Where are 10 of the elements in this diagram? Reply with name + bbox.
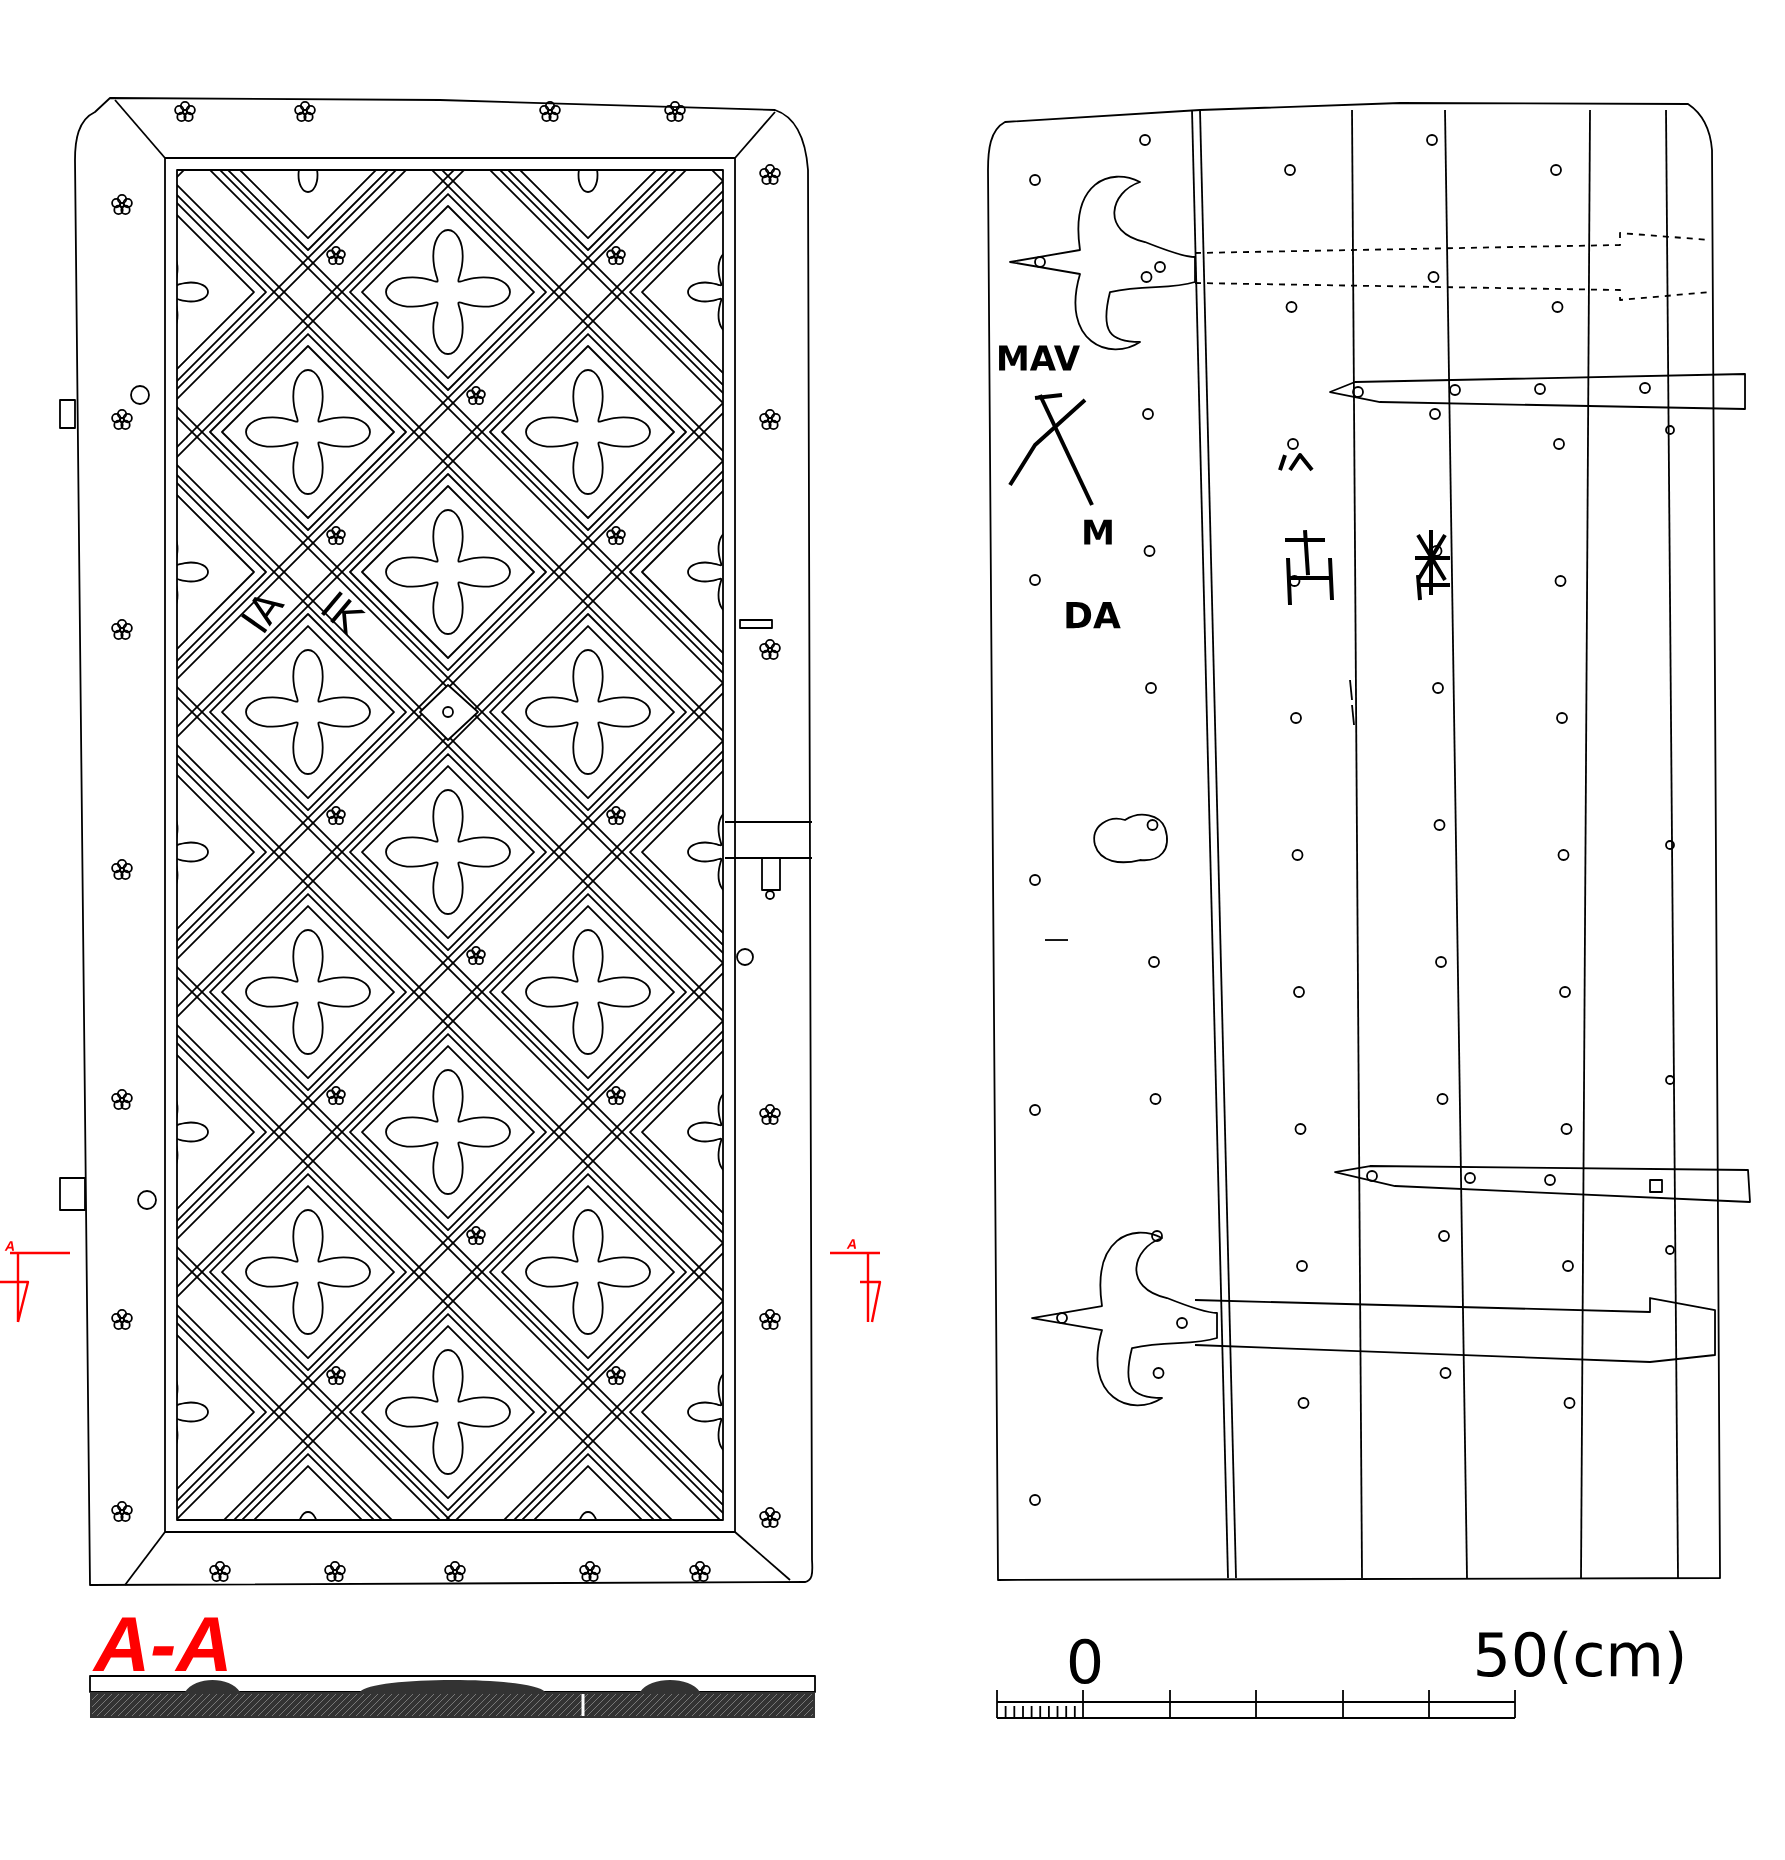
inscription: M bbox=[1084, 519, 1112, 545]
inscription: IA bbox=[241, 597, 285, 634]
section-title: A-A bbox=[92, 1617, 227, 1672]
section-letter: A bbox=[4, 1241, 15, 1251]
inscription: IK bbox=[321, 591, 366, 636]
scale-label: 50(cm) bbox=[1477, 1630, 1683, 1685]
inscription: DA bbox=[1066, 601, 1121, 629]
inscription: MAV bbox=[999, 345, 1080, 371]
scale-label: 0 bbox=[1069, 1638, 1101, 1685]
section-letter: A bbox=[846, 1239, 857, 1249]
